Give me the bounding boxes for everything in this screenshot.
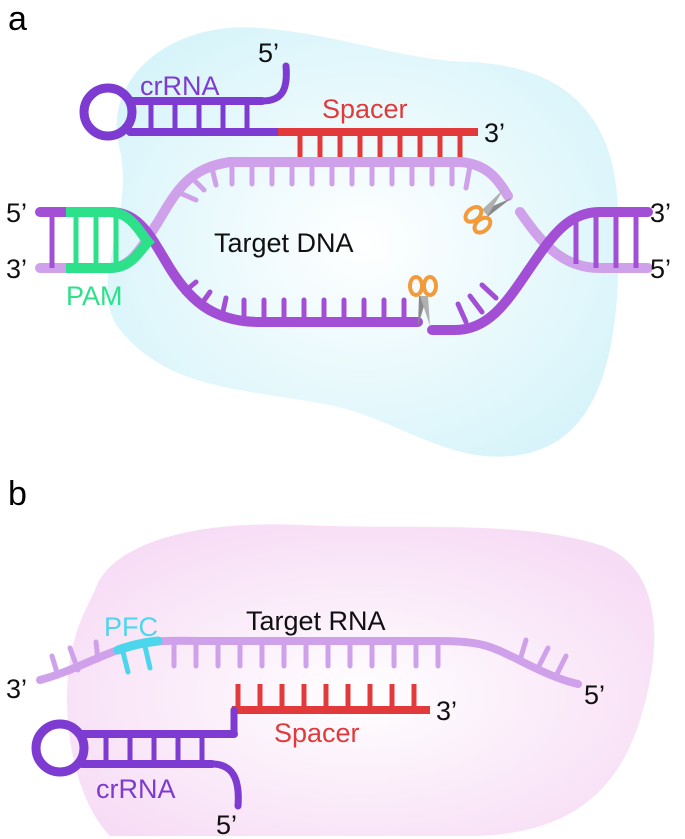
crRNA-a [79,62,304,141]
scissors-icon [463,188,512,235]
panel-b: b [6,475,655,839]
crRNA-a-label: crRNA [140,71,220,101]
spacer-b [232,684,430,714]
dna-nontarget-strand-bases [181,279,499,325]
dna-nontarget-strand-right [427,207,653,335]
target-rna-label: Target RNA [246,606,386,636]
right-duplex [573,212,639,268]
pam-bases [73,212,119,268]
spacer-a-3-end-label: 3’ [484,118,505,148]
spacer-a-label: Spacer [322,94,408,124]
right-top-end-label: 3’ [650,198,671,228]
pam-label: PAM [66,281,123,311]
spacer-b-3-end-label: 3’ [436,696,457,726]
right-duplex-bases [573,212,639,268]
target-dna-label: Target DNA [214,228,354,258]
panel-b-background-blob [66,524,655,836]
scissors-icon [408,275,438,326]
pam-backbone [66,207,156,273]
crRNA-b-stem-pairs [103,731,205,767]
crRNA-a-tail [258,62,290,105]
spacer-b-label: Spacer [274,718,360,748]
crRNA-a-loop [79,83,137,141]
crRNA-a-5-end-label: 5’ [258,38,279,68]
target-rna-backbone [36,636,582,688]
crRNA-a-stem-pairs [148,98,250,135]
pfc-label: PFC [104,612,158,642]
dna-target-strand-bases [177,159,473,203]
target-rna-3-end-label: 3’ [6,674,27,704]
left-top-end-label: 5’ [6,198,27,228]
pam-region [49,207,156,273]
pfc-bases [119,639,153,675]
crRNA-b-5-end-label: 5’ [216,810,237,839]
crRNA-b-label: crRNA [96,774,176,804]
crRNA-b [31,706,242,810]
target-rna-bases [49,637,569,679]
target-rna-5-end-label: 5’ [584,680,605,710]
spacer-b-bases [235,684,417,710]
crRNA-b-tail [208,760,242,810]
panel-a-label: a [8,0,27,38]
spacer-a-bases [297,132,463,160]
right-bottom-end-label: 5’ [650,254,671,284]
left-bottom-end-label: 3’ [6,254,27,284]
target-rna [36,636,582,688]
crRNA-b-loop [31,719,89,777]
panel-b-label: b [8,475,27,513]
spacer-a [278,128,478,160]
panel-a: a [6,0,671,457]
